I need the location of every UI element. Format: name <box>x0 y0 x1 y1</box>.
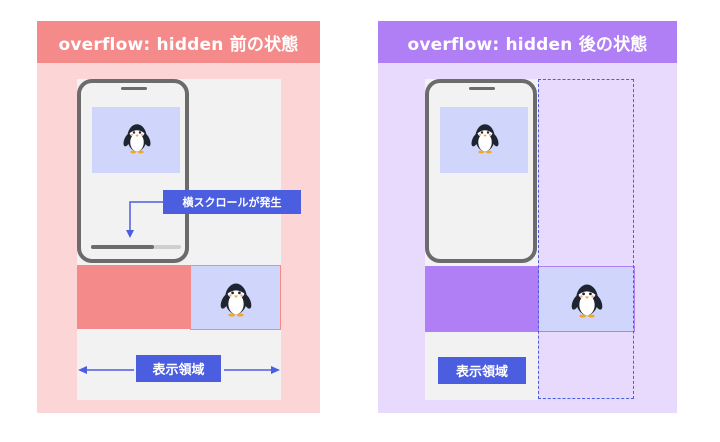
hidden-region-outline <box>538 79 634 399</box>
overflow-image-box <box>190 265 281 330</box>
scroll-callout: 横スクロールが発生 <box>163 190 301 214</box>
panel-before-title: overflow: hidden 前の状態 <box>37 21 320 63</box>
phone-frame-after <box>425 79 537 263</box>
image-box <box>440 107 528 173</box>
arrow-left-icon <box>78 366 134 374</box>
display-area-label-after: 表示領域 <box>438 357 526 384</box>
overflow-strip-visible <box>425 266 538 332</box>
penguin-icon <box>219 276 253 320</box>
phone-speaker <box>469 87 495 90</box>
overflow-image-box-clipped <box>538 266 635 332</box>
scrollbar-track <box>91 245 181 249</box>
penguin-icon <box>470 117 500 157</box>
display-area-label-before: 表示領域 <box>136 355 221 382</box>
phone-speaker <box>121 87 147 90</box>
panel-after-title: overflow: hidden 後の状態 <box>378 21 677 63</box>
arrow-down-icon <box>126 201 164 238</box>
arrow-right-icon <box>224 366 280 374</box>
image-box <box>92 107 180 173</box>
phone-frame-before <box>77 79 189 263</box>
scrollbar-thumb <box>91 245 154 249</box>
penguin-icon <box>122 117 152 157</box>
overflow-strip-visible <box>77 265 190 329</box>
